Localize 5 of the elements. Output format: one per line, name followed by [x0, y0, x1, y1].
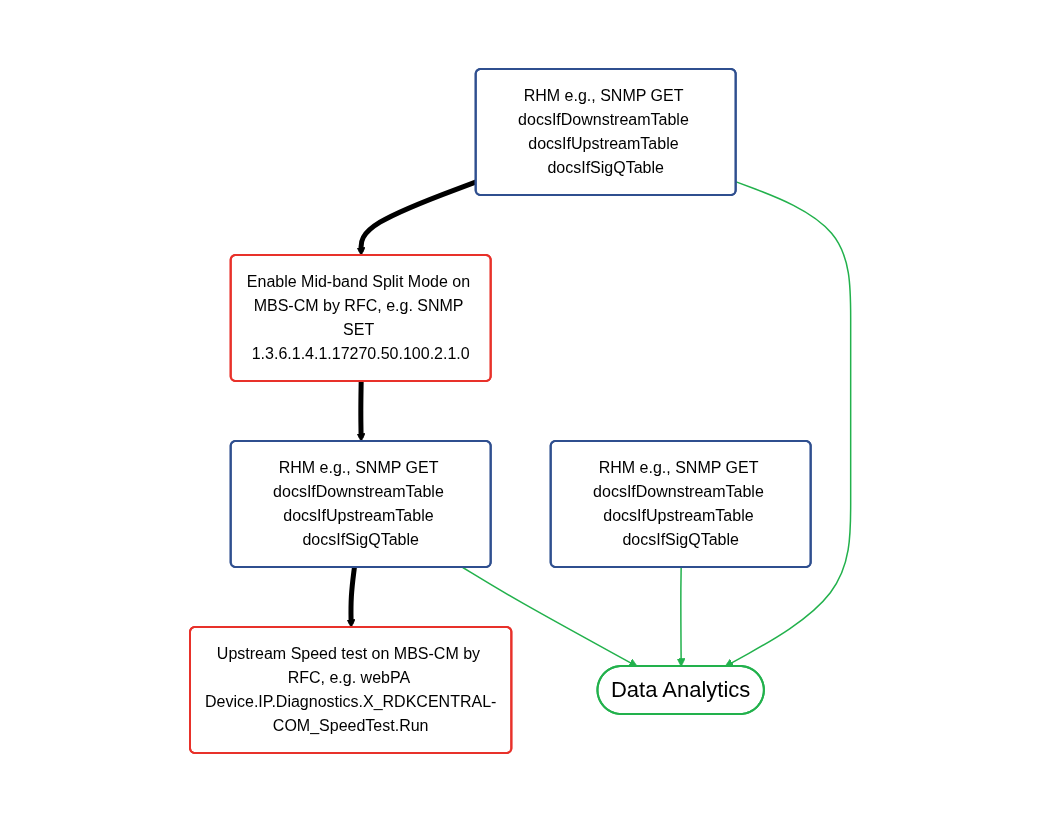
arrow: [356, 381, 366, 442]
arrow: [724, 181, 852, 667]
arrow: [676, 566, 686, 667]
arrow: [346, 567, 357, 628]
arrow: [461, 566, 638, 667]
